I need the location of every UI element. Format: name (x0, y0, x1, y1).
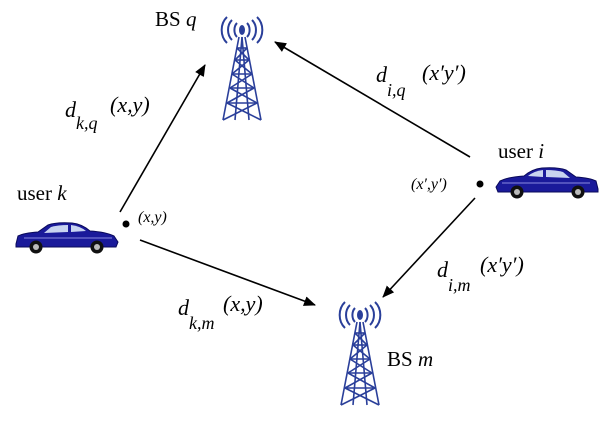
user-k-car-icon (15, 222, 119, 254)
user-k-label: user k (17, 181, 67, 205)
edge-k-m-label: dk,m(x,y) (178, 291, 263, 333)
edge-i-m-label: di,m(x′y′) (437, 252, 524, 295)
user-i-label: user i (498, 139, 544, 163)
edge-k-q-label: dk,q(x,y) (65, 92, 150, 133)
edge-i-q-label: di,q(x′y′) (376, 60, 466, 100)
bs-q-label: BS q (155, 7, 197, 31)
user-k-position-dot (122, 220, 130, 228)
bs-m-tower-icon (338, 301, 382, 406)
edge-i-q-arrow (274, 41, 471, 158)
user-i-position-dot (476, 180, 484, 188)
user-k-coordinate-label: (x,y) (138, 209, 167, 226)
user-i-car-icon (495, 167, 599, 199)
bs-q-tower-icon (220, 16, 264, 121)
edge-k-q-arrow (119, 64, 206, 213)
bs-m-label: BS m (387, 347, 433, 371)
edge-i-m-arrow (382, 197, 476, 298)
edge-k-m-arrow (139, 239, 316, 306)
user-i-coordinate-label: (x′,y′) (411, 176, 447, 193)
